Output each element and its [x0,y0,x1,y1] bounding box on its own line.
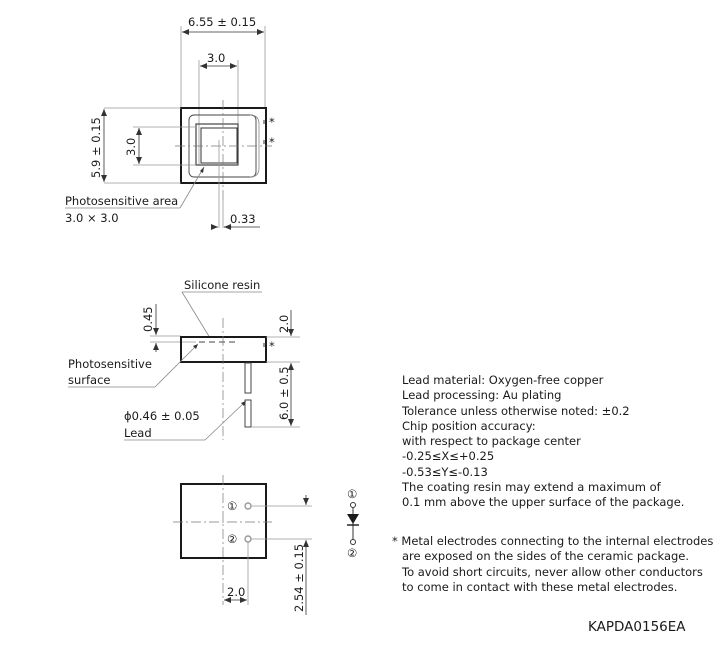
package-height-dimension: 2.0 [277,315,291,333]
electrode-mark-1: * [269,115,275,129]
schematic-pin1: ① [347,487,357,501]
photosensitive-area-label: Photosensitive area [65,194,178,208]
inner-height-dimension: 3.0 [124,138,138,156]
width-dimension: 6.55 ± 0.15 [188,15,256,29]
footnote-block: * Metal electrodes connecting to the int… [392,534,722,595]
pin-offset-dimension: 2.0 [227,585,245,599]
inner-width-dimension: 3.0 [207,51,225,65]
side-electrode-mark: * [269,339,275,353]
lead-length-dimension: 6.0 ± 0.5 [277,366,291,420]
top-view: 6.55 ± 0.15 3.0 0.33 5.9 ± 0.15 3.0 [65,15,275,230]
note-line: Lead material: Oxygen-free copper [402,373,604,387]
footnote-line: are exposed on the sides of the ceramic … [402,549,690,564]
note-line: Tolerance unless otherwise noted: ±0.2 [402,403,630,418]
note-line: -0.53≤Y≤-0.13 [402,464,488,479]
diode-schematic: ① ② [347,487,359,560]
notes-block: Lead material: Oxygen-free copper Lead p… [402,373,722,511]
pin1-label: ① [227,499,237,513]
footnote-line: * Metal electrodes connecting to the int… [392,534,714,548]
footnote-line: To avoid short circuits, never allow oth… [402,564,703,579]
height-dimension: 5.9 ± 0.15 [89,117,103,178]
photosensitive-area-size: 3.0 × 3.0 [65,211,119,225]
schematic-pin2: ② [347,546,357,560]
note-line: 0.1 mm above the upper surface of the pa… [402,495,685,510]
silicone-resin-label: Silicone resin [184,278,260,292]
photosensitive-surface-label-2: surface [68,373,111,387]
lead-diameter-label: ϕ0.46 ± 0.05 [124,409,200,423]
resin-thickness-dimension: 0.45 [141,306,155,332]
drawing-code: KAPDA0156EA [588,619,686,635]
note-line: -0.25≤X≤+0.25 [402,449,495,464]
photosensitive-surface-label-1: Photosensitive [68,357,152,371]
pin2-label: ② [227,532,237,546]
note-line: Chip position accuracy: [402,418,536,433]
offset-dimension: 0.33 [230,212,256,226]
note-line: Lead processing: Au plating [402,388,562,403]
pin-spacing-dimension: 2.54 ± 0.15 [292,544,306,612]
lead-label: Lead [124,426,152,440]
note-line: The coating resin may extend a maximum o… [402,480,661,495]
diode-icon [347,514,359,524]
note-line: with respect to package center [402,434,581,449]
bottom-view: ① ② 2.54 ± 0.15 2.0 [173,475,312,615]
footnote-line: to come in contact with these metal elec… [402,579,678,594]
electrode-mark-2: * [269,135,275,149]
side-view: Silicone resin 0.45 * 2.0 6.0 ± 0.5 Phot… [68,278,300,441]
